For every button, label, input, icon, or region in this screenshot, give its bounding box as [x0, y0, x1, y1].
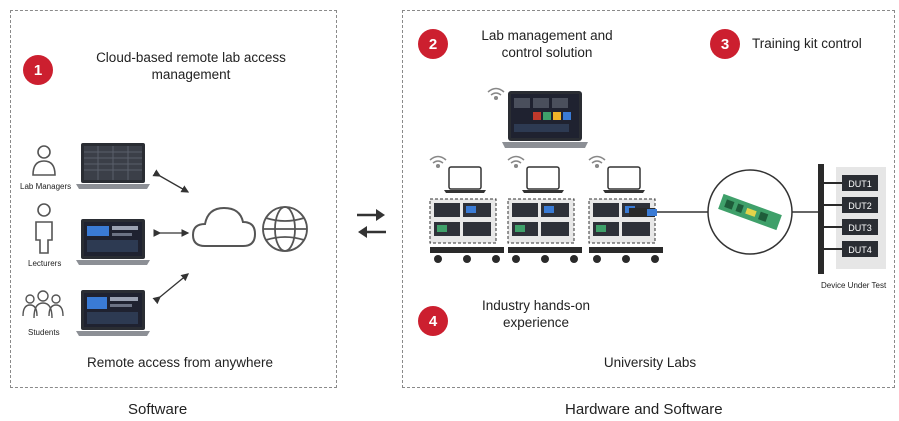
- step-3-badge: 3: [710, 29, 740, 59]
- dut-label: DUT2: [848, 201, 872, 211]
- step-4-badge: 4: [418, 306, 448, 336]
- step-1-badge: 1: [23, 55, 53, 85]
- wifi-icon: [588, 155, 606, 169]
- right-panel-footer: University Labs: [603, 355, 697, 370]
- wifi-icon: [507, 155, 525, 169]
- user-label-lab-managers: Lab Managers: [20, 182, 72, 191]
- training-kit-board: [707, 169, 818, 255]
- laptop-lecturers: [76, 219, 150, 265]
- laptop-lab-managers: [76, 143, 150, 189]
- user-label-students: Students: [28, 328, 60, 337]
- hardware-software-caption: Hardware and Software: [565, 401, 723, 418]
- dut-label: DUT3: [848, 223, 872, 233]
- globe-icon: [262, 206, 308, 252]
- person-icon: [32, 145, 56, 176]
- connector-cable: [629, 208, 710, 217]
- dut-caption: Device Under Test: [821, 281, 887, 290]
- connection-arrows: [152, 169, 190, 305]
- dut-label: DUT1: [848, 179, 872, 189]
- lab-station-3: [588, 155, 663, 263]
- wifi-icon: [487, 87, 505, 101]
- laptop-students: [76, 290, 150, 336]
- group-icon: [22, 290, 64, 319]
- lab-station-1: [429, 155, 504, 263]
- management-laptop: [502, 91, 588, 148]
- step-4-label: Industry hands-on experience: [481, 298, 591, 330]
- lab-station-2: [507, 155, 582, 263]
- cloud-icon: [191, 206, 257, 247]
- dut-stack: DUT1 DUT2 DUT3 DUT4: [818, 164, 886, 274]
- step-3-label: Training kit control: [752, 36, 862, 51]
- hardware-software-panel: [402, 10, 895, 388]
- exchange-arrows-icon: [357, 209, 386, 238]
- dut-label: DUT4: [848, 245, 872, 255]
- software-caption: Software: [128, 401, 188, 418]
- user-label-lecturers: Lecturers: [28, 259, 62, 268]
- person-outline-icon: [35, 203, 53, 254]
- step-1-label: Cloud-based remote lab access management: [96, 50, 286, 82]
- step-2-badge: 2: [418, 29, 448, 59]
- left-panel-footer: Remote access from anywhere: [86, 355, 274, 370]
- step-2-label: Lab management and control solution: [481, 28, 613, 60]
- software-panel: [10, 10, 337, 388]
- wifi-icon: [429, 155, 447, 169]
